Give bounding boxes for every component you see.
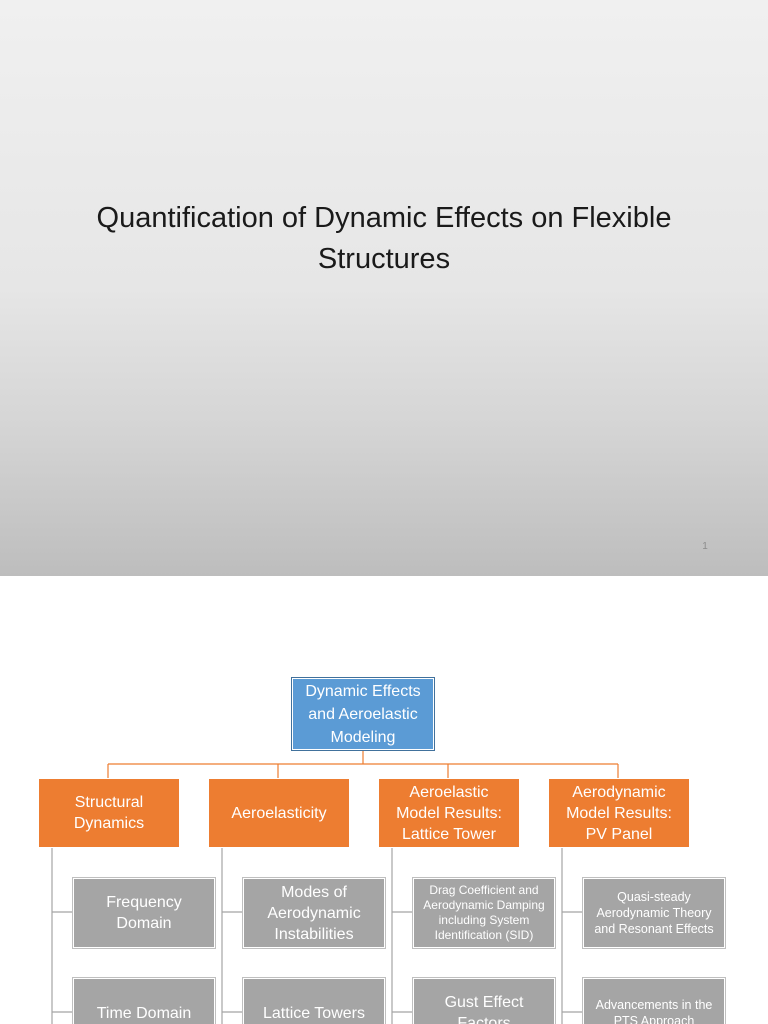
slide-title: Quantification of Dynamic Effects on Fle… xyxy=(40,198,728,280)
child-time-domain: Time Domain xyxy=(72,977,216,1024)
child-line: Aerodynamic xyxy=(267,904,361,922)
root-node: Dynamic Effects and Aeroelastic Modeling xyxy=(291,677,435,751)
child-line: Aerodynamic Theory xyxy=(596,906,712,920)
child-modes-of-aerodynamic-instabilities: Modes of Aerodynamic Instabilities xyxy=(242,877,386,949)
root-line-2: and Aeroelastic xyxy=(308,705,418,723)
category-structural-dynamics: Structural Dynamics xyxy=(38,778,180,848)
child-line: Factors xyxy=(457,1015,511,1024)
page-number: 1 xyxy=(702,541,708,552)
child-line: Modes of xyxy=(281,883,347,901)
child-line: Instabilities xyxy=(274,925,354,943)
child-line: Gust Effect xyxy=(444,994,524,1011)
category-line: Lattice Tower xyxy=(402,825,496,843)
child-gust-effect-factors: Gust Effect Factors xyxy=(412,977,556,1024)
slide-title-line-1: Quantification of Dynamic Effects on Fle… xyxy=(96,202,672,234)
child-line: Lattice Towers xyxy=(263,1004,365,1022)
root-line-1: Dynamic Effects xyxy=(305,682,421,700)
child-line: Domain xyxy=(116,915,172,932)
category-line: Model Results: xyxy=(396,804,502,822)
category-line: PV Panel xyxy=(585,825,653,843)
child-drag-coefficient: Drag Coefficient and Aerodynamic Damping… xyxy=(412,877,556,949)
child-line: Time Domain xyxy=(96,1004,192,1022)
child-frequency-domain: Frequency Domain xyxy=(72,877,216,949)
child-line: and Resonant Effects xyxy=(594,922,714,936)
category-line: Dynamics xyxy=(73,815,145,832)
child-line: Frequency xyxy=(106,894,182,911)
child-line: including System xyxy=(438,913,530,927)
category-aeroelasticity: Aeroelasticity xyxy=(208,778,350,848)
child-line: PTS Approach xyxy=(613,1014,695,1024)
root-connectors xyxy=(107,750,619,778)
title-slide: Quantification of Dynamic Effects on Fle… xyxy=(0,0,768,576)
connector-lines xyxy=(51,750,619,1024)
child-line: Identification (SID) xyxy=(434,928,534,942)
category-line: Model Results: xyxy=(566,804,672,822)
child-quasi-steady-theory: Quasi-steady Aerodynamic Theory and Reso… xyxy=(582,877,726,949)
category-aeroelastic-model-results: Aeroelastic Model Results: Lattice Tower xyxy=(378,778,520,848)
child-line: Advancements in the xyxy=(595,998,713,1012)
category-line: Aeroelastic xyxy=(409,783,489,801)
child-line: Drag Coefficient and xyxy=(429,883,539,897)
root-line-3: Modeling xyxy=(330,728,396,746)
category-line: Aeroelasticity xyxy=(231,804,327,822)
category-aerodynamic-model-results: Aerodynamic Model Results: PV Panel xyxy=(548,778,690,848)
child-pts-approach: Advancements in the PTS Approach xyxy=(582,977,726,1024)
child-line: Aerodynamic Damping xyxy=(423,898,545,912)
category-line: Structural xyxy=(74,794,144,811)
diagram-slide: Dynamic Effects and Aeroelastic Modeling… xyxy=(0,576,768,1024)
category-line: Aerodynamic xyxy=(572,783,666,801)
child-connectors xyxy=(51,848,583,1024)
child-line: Quasi-steady xyxy=(617,890,691,904)
slide-title-line-2: Structures xyxy=(317,243,451,275)
child-lattice-towers: Lattice Towers xyxy=(242,977,386,1024)
